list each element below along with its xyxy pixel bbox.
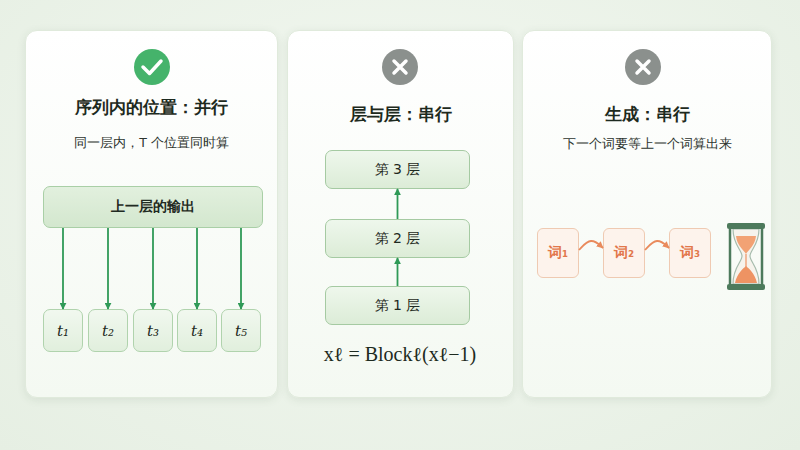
flow-arrow [397, 189, 399, 219]
panel-card: 层与层：串行第 3 层第 2 层第 1 层 [287, 30, 514, 398]
cross-icon [382, 49, 418, 85]
hourglass-sand [735, 266, 757, 283]
box-label: t₄ [191, 322, 203, 340]
token-box: t₁ [43, 309, 83, 352]
word-box: 词₁ [537, 228, 579, 278]
panel-heading: 序列内的位置：并行 [26, 95, 277, 119]
check-icon [134, 49, 170, 85]
box-label: 词₂ [614, 244, 634, 262]
hourglass-sand [736, 236, 756, 254]
box-label: 第 3 层 [375, 161, 421, 179]
panel-card: 生成：串行下一个词要等上一个词算出来词₁ 词₂ 词₃ [522, 30, 772, 398]
source-box: 上一层的输出 [43, 186, 263, 228]
hourglass-symbol [727, 223, 765, 290]
token-box: t₄ [177, 309, 217, 352]
box-label: 词₁ [548, 244, 568, 262]
panel-heading: 生成：串行 [523, 102, 771, 126]
hourglass-stream [745, 254, 746, 268]
token-box: t₂ [88, 309, 128, 352]
panel-subtitle: 下一个词要等上一个词算出来 [523, 135, 771, 153]
flow-arrow [240, 228, 242, 309]
flow-arrow [196, 228, 198, 309]
box-label: t₁ [57, 322, 69, 340]
flow-arrow [579, 241, 603, 250]
cross-mark [394, 61, 406, 73]
flow-arrow [645, 241, 669, 250]
flow-arrow [397, 258, 399, 286]
token-box: t₃ [133, 309, 173, 352]
token-box: t₅ [221, 309, 261, 352]
icon-circle [382, 49, 418, 85]
connector-group [63, 189, 669, 309]
box-label: 第 2 层 [375, 230, 421, 248]
icon-circle [134, 49, 170, 85]
hourglass-cap [727, 223, 765, 229]
formula-label: xℓ = Blockℓ(xℓ−1) [290, 343, 510, 366]
icon-circle [625, 49, 661, 85]
hourglass-post [730, 229, 762, 284]
panel-heading: 层与层：串行 [288, 102, 513, 126]
flow-arrow [107, 228, 109, 309]
hourglass-cap [727, 284, 765, 290]
layer-box: 第 3 层 [325, 150, 470, 189]
flow-arrow [152, 228, 154, 309]
box-label: t₂ [102, 322, 114, 340]
flow-arrow [62, 228, 64, 309]
hourglass-glass [733, 229, 759, 284]
box-label: t₃ [147, 322, 159, 340]
cross-mark [637, 61, 649, 73]
box-label: 第 1 层 [375, 297, 421, 315]
check-mark [143, 61, 161, 74]
layer-box: 第 1 层 [325, 286, 470, 325]
box-label: 上一层的输出 [111, 198, 195, 216]
panel-card: 序列内的位置：并行同一层内，T 个位置同时算上一层的输出 t₁ t₂ t₃ t₄ t₅ [25, 30, 278, 398]
layer-box: 第 2 层 [325, 219, 470, 258]
box-label: 词₃ [680, 244, 700, 262]
word-box: 词₂ [603, 228, 645, 278]
box-label: t₅ [235, 322, 247, 340]
panel-subtitle: 同一层内，T 个位置同时算 [26, 134, 277, 152]
cross-icon [625, 49, 661, 85]
word-box: 词₃ [669, 228, 711, 278]
